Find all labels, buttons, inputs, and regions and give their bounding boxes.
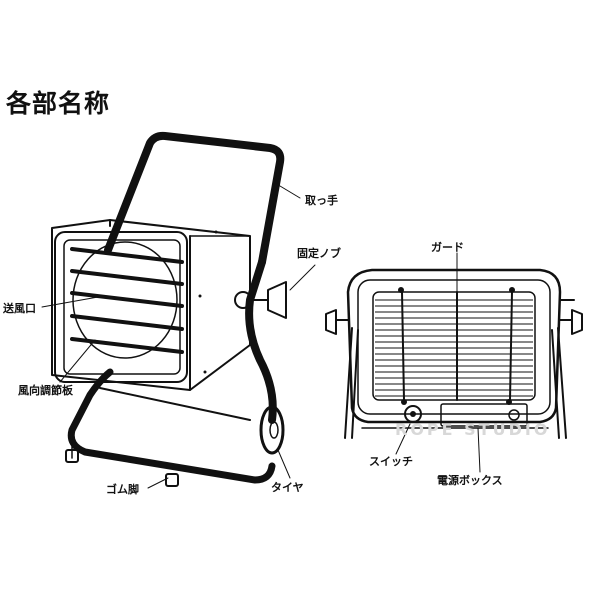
label-tire: タイヤ — [271, 481, 304, 494]
label-knob: 固定ノブ — [297, 247, 341, 260]
watermark-text: ROPE STUDIO — [395, 420, 551, 439]
label-switch: スイッチ — [369, 455, 413, 468]
right-heater-view — [325, 252, 583, 473]
label-louver: 風向調節板 — [18, 384, 73, 397]
label-rubber-feet: ゴム脚 — [106, 483, 139, 496]
label-power-box: 電源ボックス — [437, 474, 503, 487]
label-outlet: 送風口 — [3, 302, 36, 315]
label-handle: 取っ手 — [305, 194, 338, 207]
left-heater-view — [41, 131, 316, 489]
diagram-title: 各部名称 — [6, 89, 111, 118]
label-guard: ガード — [431, 241, 464, 254]
